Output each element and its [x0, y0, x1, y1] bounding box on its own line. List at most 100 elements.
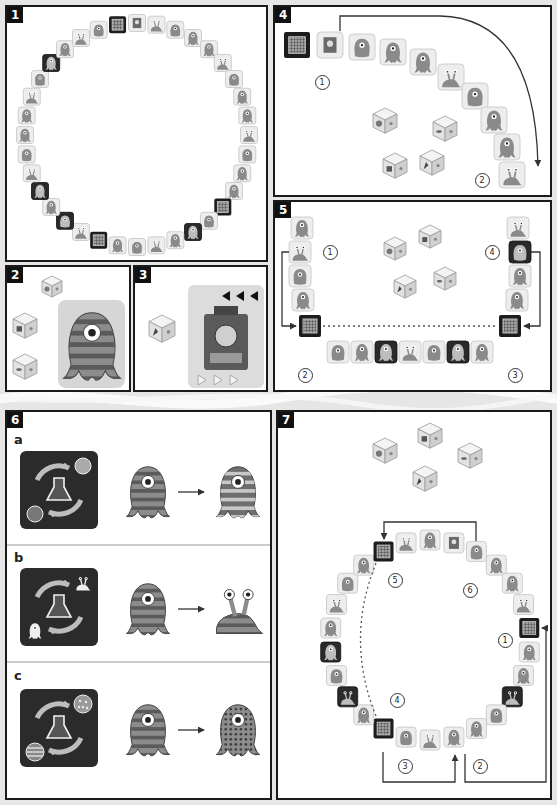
board-tile [514, 595, 534, 615]
die-symbol [409, 288, 412, 291]
monster-body [403, 354, 419, 361]
monster-dot [224, 723, 227, 726]
monster-figure [428, 345, 441, 361]
monster-stripe [209, 606, 267, 610]
die-right [430, 429, 442, 448]
callout-number: 5 [392, 576, 397, 585]
monster-dot [230, 713, 233, 716]
monster-body [28, 623, 41, 639]
die-left [13, 360, 25, 379]
monster-pupil [519, 250, 521, 252]
monster-pupil [50, 204, 52, 206]
monster-eye [426, 734, 429, 737]
monster-body [59, 43, 70, 56]
die-left [413, 472, 425, 491]
monster-pupil [145, 596, 151, 602]
monster-pupil [476, 549, 478, 551]
monster-dot [260, 753, 263, 756]
monster-body [243, 137, 255, 142]
monster-eye [241, 169, 244, 172]
monster-pupil [509, 692, 510, 693]
die-symbol [422, 436, 427, 441]
monster-tile [18, 107, 35, 124]
monster-pupil [34, 93, 35, 94]
direction-triangle [236, 291, 244, 301]
monster-pupil [405, 735, 407, 737]
board-tile [148, 237, 165, 254]
die-symbol [461, 457, 467, 460]
monster-pupil [330, 624, 332, 626]
monster-dot [235, 743, 238, 746]
monster-eye [245, 130, 248, 133]
panel-frame: 412 [273, 5, 552, 197]
monster-tile [43, 198, 60, 215]
monster-eye [452, 732, 456, 736]
monster-body [506, 576, 519, 592]
callout-circle: 5 [388, 573, 403, 588]
monster-eye [362, 710, 366, 714]
icon-ground [20, 689, 98, 767]
die-symbol [389, 452, 392, 455]
row-letter: a [14, 432, 23, 447]
board-tile [502, 573, 522, 593]
monster-eye [50, 203, 53, 206]
board-tile [32, 183, 49, 200]
monster-dot [245, 708, 248, 711]
monster-dot [245, 743, 248, 746]
machine-card [188, 285, 264, 388]
monster-tile [327, 341, 349, 363]
monster-pupil [64, 46, 66, 48]
monster-figure [498, 137, 515, 158]
monster-dot [230, 743, 233, 746]
machine-body [204, 314, 248, 370]
monster-dot [214, 738, 217, 741]
monster-eye [83, 324, 100, 341]
monster-pupil [515, 169, 517, 171]
monster-body [75, 40, 87, 45]
die [383, 153, 407, 178]
monster-pupil [159, 241, 160, 242]
flask [47, 478, 71, 500]
monster-pupil [521, 223, 522, 224]
monster-body [331, 669, 343, 683]
die-symbol [399, 167, 402, 170]
monster-dot [240, 738, 243, 741]
monster-tile [234, 165, 251, 182]
monster-eye [23, 131, 26, 134]
monster-dot [260, 718, 263, 721]
die-left [418, 429, 430, 448]
monster-stripe [119, 753, 177, 757]
board-tile [129, 239, 146, 256]
board-tile [43, 198, 60, 215]
monster-stripe [119, 701, 177, 705]
monster-pupil [227, 592, 231, 596]
monster-pupil [403, 538, 404, 539]
row-divider [7, 662, 270, 663]
monster-eye [116, 241, 119, 244]
monster-pupil [361, 348, 363, 350]
direction-triangle [250, 291, 258, 301]
board-tile [380, 39, 406, 65]
panel-frame: 3 [133, 265, 268, 392]
panel-ground [5, 410, 272, 800]
monster-eye [390, 46, 395, 51]
monster-figure [60, 215, 70, 227]
monster-eye [508, 691, 511, 694]
monster-body [423, 533, 436, 549]
monster-eye [241, 93, 244, 96]
monster-body [442, 79, 461, 87]
monster-pupil [78, 228, 79, 229]
monster-figure [331, 669, 343, 683]
monster-pupil [301, 224, 303, 226]
monster-tile [241, 127, 258, 144]
monster-tile [466, 541, 486, 561]
monster-pupil [495, 562, 497, 564]
monster-tile [234, 88, 251, 105]
monster-tile [148, 16, 165, 33]
die-symbol [434, 437, 437, 440]
monster-figure [355, 344, 370, 361]
monster-tile [23, 165, 40, 182]
monster-body [229, 74, 239, 86]
callout-number: 4 [394, 696, 399, 705]
monster-dot [260, 738, 263, 741]
